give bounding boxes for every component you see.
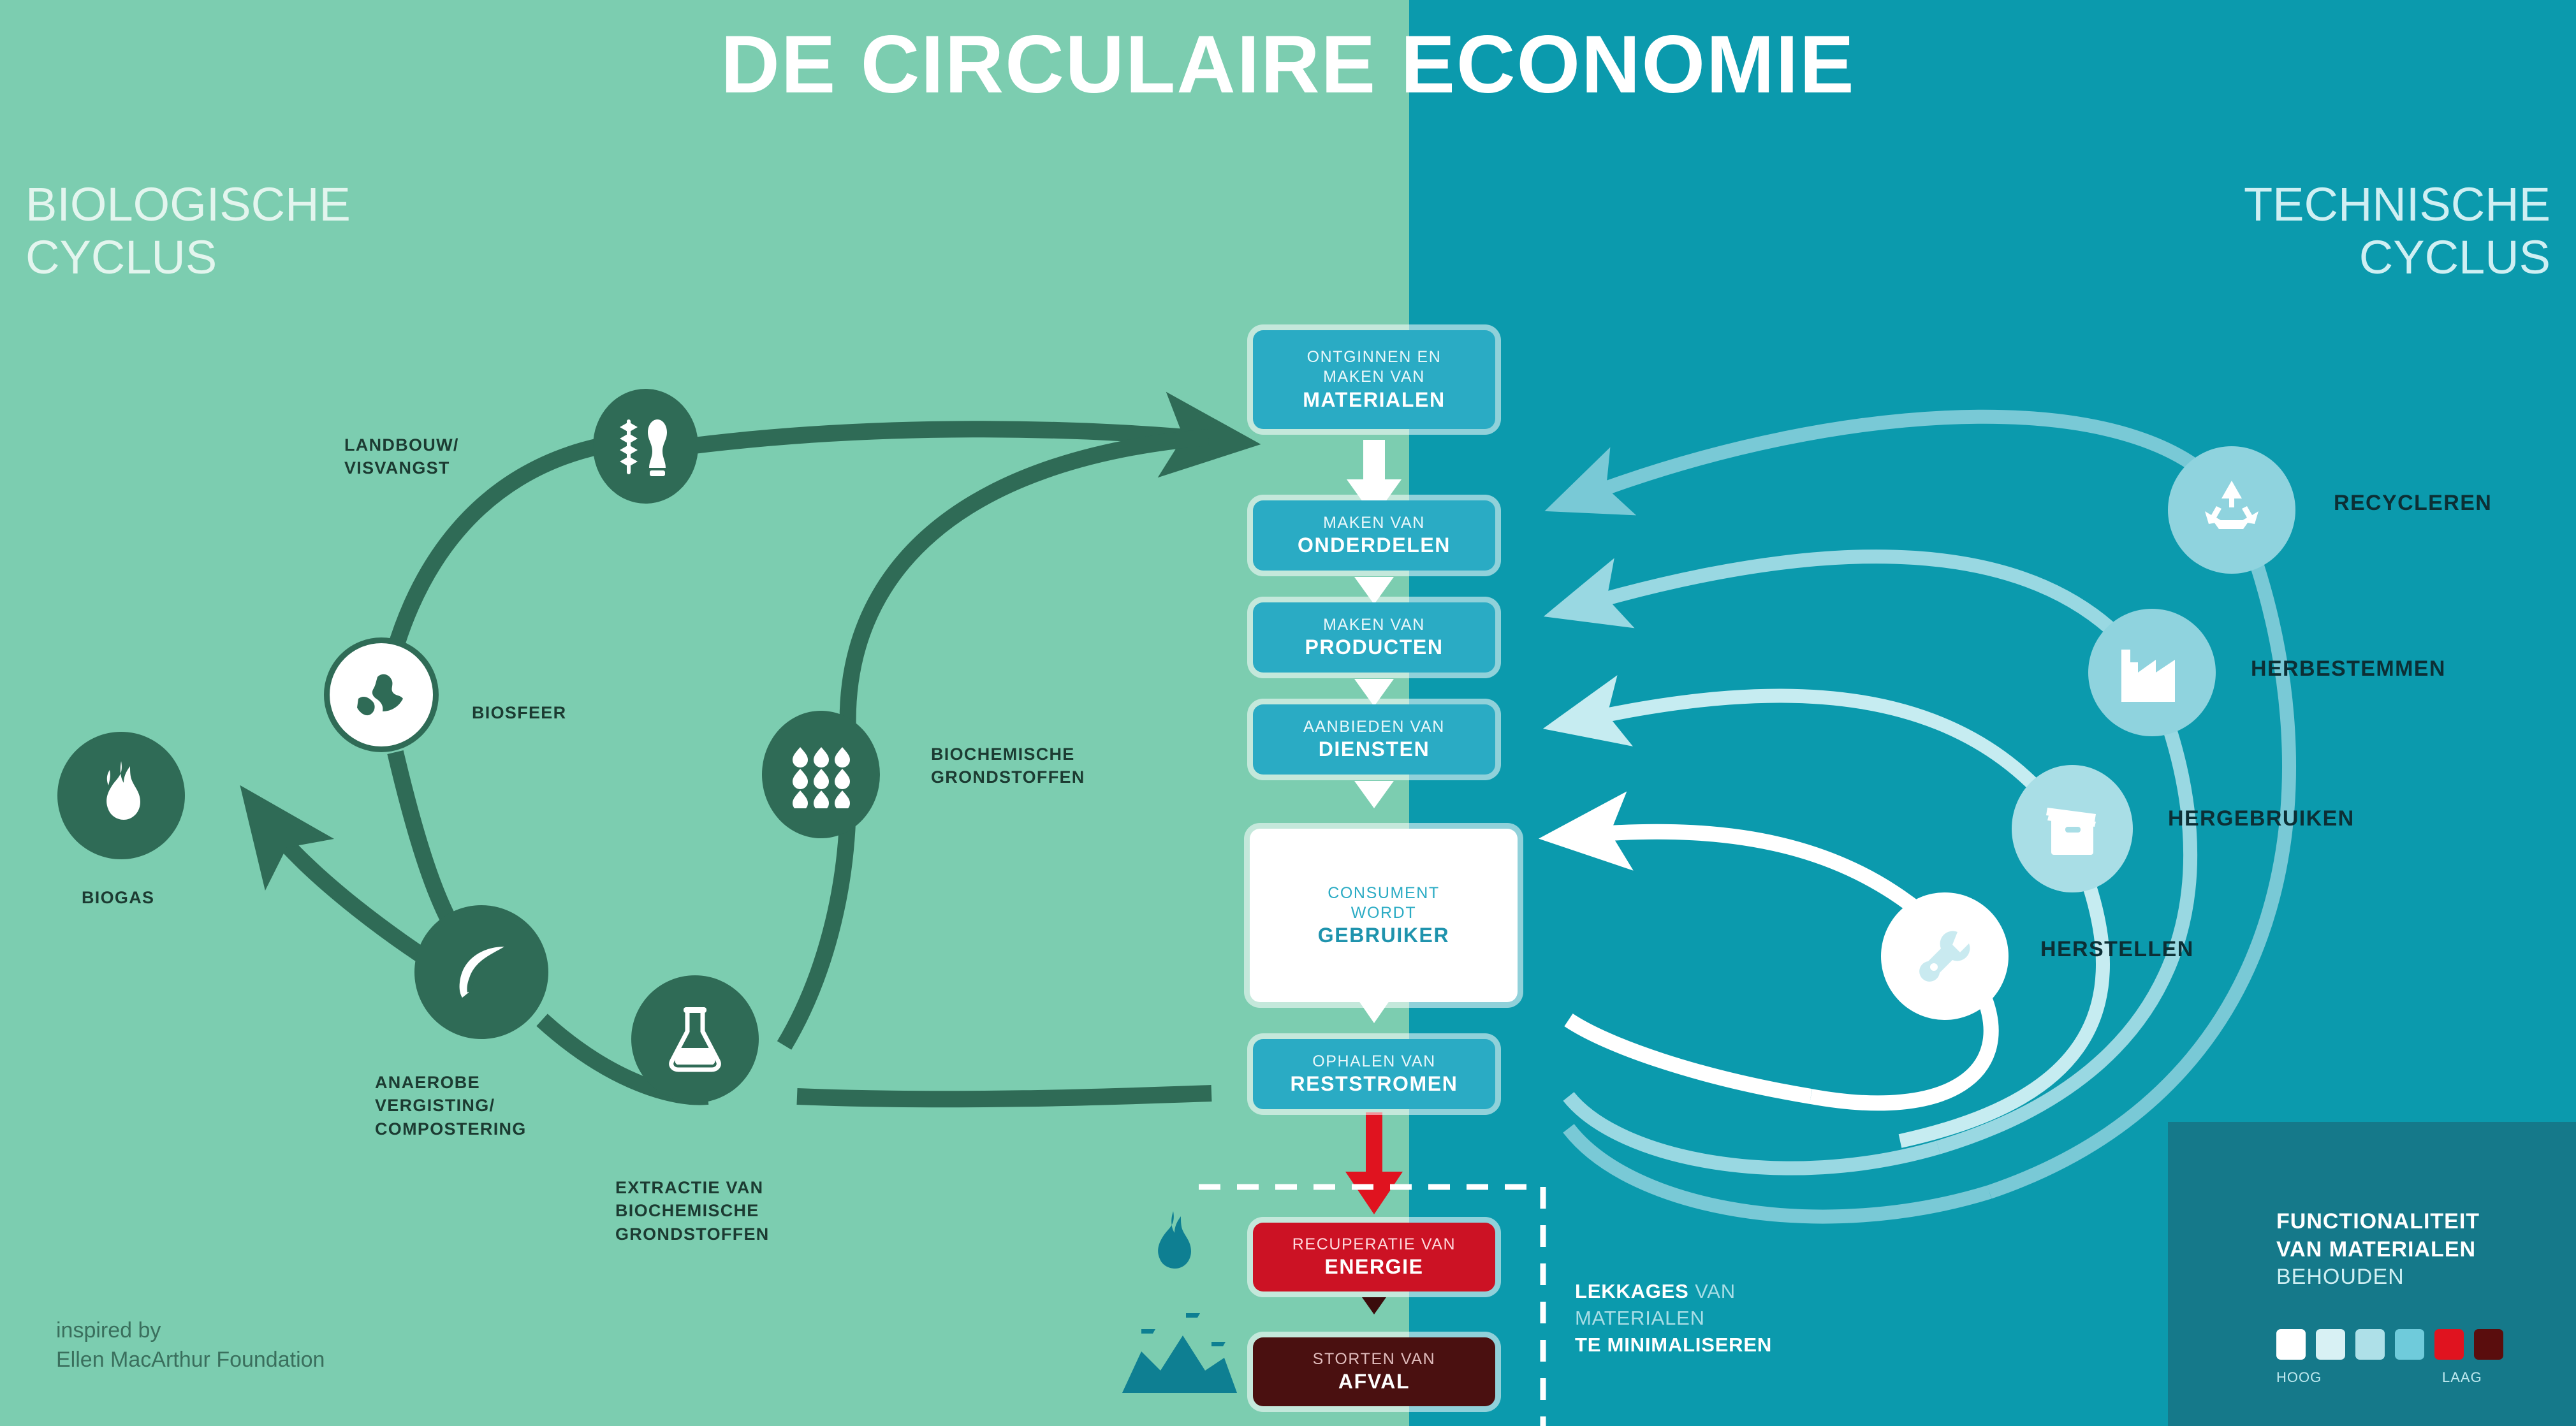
corner-line-3: BEHOUDEN <box>2276 1265 2404 1290</box>
corner-line-1: FUNCTIONALITEIT <box>2276 1209 2480 1233</box>
corner-line-2: VAN MATERIALEN <box>2276 1237 2477 1262</box>
label-biogas: BIOGAS <box>82 888 155 907</box>
flow-box-afval-sub: STORTEN VAN <box>1312 1350 1436 1369</box>
flow-box-materialen-sub1: ONTGINNEN EN <box>1306 348 1442 367</box>
node-herstellen[interactable] <box>1881 892 2009 1020</box>
label-landbouw-line1: LANDBOUW/ <box>344 435 459 455</box>
scale-swatch-4 <box>2395 1329 2424 1360</box>
node-biochemische-grondstoffen[interactable] <box>762 711 880 838</box>
corner-caption: FUNCTIONALITEIT VAN MATERIALEN BEHOUDEN <box>2276 1208 2550 1291</box>
label-extractie-line2: BIOCHEMISCHE <box>615 1201 759 1221</box>
flow-box-onderdelen-title: ONDERDELEN <box>1297 534 1451 557</box>
scale-label-high: HOOG <box>2276 1369 2322 1385</box>
label-hergebruiken: HERGEBRUIKEN <box>2168 806 2355 831</box>
flask-icon <box>669 1007 721 1072</box>
flow-box-diensten-sub: AANBIEDEN VAN <box>1303 718 1445 736</box>
page-title: DE CIRCULAIRE ECONOMIE <box>721 19 1855 110</box>
node-landbouw-visvangst[interactable] <box>593 389 698 504</box>
label-herbestemmen: HERBESTEMMEN <box>2251 657 2446 681</box>
credit-text: inspired by Ellen MacArthur Foundation <box>56 1316 325 1375</box>
flow-box-materialen-title: MATERIALEN <box>1303 388 1445 411</box>
technical-cycle-line2: CYCLUS <box>2359 230 2550 284</box>
energy-flame-icon <box>1158 1211 1191 1269</box>
scale-label-low: LAAG <box>2442 1369 2482 1385</box>
label-biochemische-grondstoffen: BIOCHEMISCHE GRONDSTOFFEN <box>931 743 1085 789</box>
flow-box-reststromen[interactable]: OPHALEN VAN RESTSTROMEN <box>1253 1039 1495 1109</box>
label-extractie: EXTRACTIE VAN BIOCHEMISCHE GRONDSTOFFEN <box>615 1176 770 1246</box>
leakage-line-3: TE MINIMALISEREN <box>1575 1333 1773 1356</box>
flow-box-producten-title: PRODUCTEN <box>1305 636 1444 659</box>
flow-box-materialen[interactable]: ONTGINNEN EN MAKEN VAN MATERIALEN <box>1253 330 1495 429</box>
flow-box-diensten[interactable]: AANBIEDEN VAN DIENSTEN <box>1253 704 1495 775</box>
wheat-fish-icon <box>619 419 667 476</box>
flow-box-energie-sub: RECUPERATIE VAN <box>1292 1235 1456 1254</box>
credit-line-2: Ellen MacArthur Foundation <box>56 1347 325 1372</box>
biological-cycle-line1: BIOLOGISCHE <box>26 178 351 231</box>
label-extractie-line1: EXTRACTIE VAN <box>615 1178 764 1197</box>
flow-box-gebruiker[interactable]: CONSUMENT WORDT GEBRUIKER <box>1250 829 1518 1002</box>
scale-swatch-1 <box>2276 1329 2306 1360</box>
label-anaerobe-vergisting: ANAEROBE VERGISTING/ COMPOSTERING <box>375 1071 527 1140</box>
flow-box-afval[interactable]: STORTEN VAN AFVAL <box>1253 1337 1495 1406</box>
factory-icon <box>2121 650 2175 702</box>
label-landbouw-visvangst: LANDBOUW/ VISVANGST <box>344 433 459 480</box>
landfill-icon <box>1122 1313 1237 1393</box>
leaf-icon <box>459 947 504 998</box>
droplets-icon <box>792 747 850 808</box>
label-biochem-line2: GRONDSTOFFEN <box>931 768 1085 787</box>
flow-box-gebruiker-sub1: CONSUMENT <box>1328 884 1440 902</box>
globe-icon <box>347 660 416 729</box>
scale-swatch-2 <box>2316 1329 2345 1360</box>
flow-box-energie[interactable]: RECUPERATIE VAN ENERGIE <box>1253 1223 1495 1291</box>
label-biosfeer: BIOSFEER <box>472 703 567 722</box>
node-anaerobe-vergisting[interactable] <box>414 905 548 1039</box>
biological-cycle-heading: BIOLOGISCHE CYCLUS <box>26 178 510 284</box>
leakage-word-1: LEKKAGES <box>1575 1280 1689 1302</box>
scale-swatch-3 <box>2355 1329 2385 1360</box>
node-biogas[interactable] <box>57 732 185 859</box>
recycle-icon <box>2205 481 2258 529</box>
node-biosfeer[interactable] <box>324 637 439 752</box>
credit-line-1: inspired by <box>56 1318 161 1342</box>
scale-swatch-6 <box>2474 1329 2503 1360</box>
flow-box-reststromen-title: RESTSTROMEN <box>1290 1072 1458 1096</box>
functionality-scale <box>2276 1329 2503 1360</box>
label-extractie-line3: GRONDSTOFFEN <box>615 1224 770 1244</box>
flow-box-onderdelen[interactable]: MAKEN VAN ONDERDELEN <box>1253 500 1495 571</box>
flame-icon <box>106 761 140 820</box>
technical-cycle-heading: TECHNISCHE CYCLUS <box>2066 178 2550 284</box>
wrench-icon <box>1919 931 1970 982</box>
leakage-line-2: MATERIALEN <box>1575 1306 1705 1329</box>
scale-swatch-5 <box>2434 1329 2464 1360</box>
leakage-caption: LEKKAGES VAN MATERIALEN TE MINIMALISEREN <box>1575 1278 1932 1358</box>
node-hergebruiken[interactable] <box>2012 765 2133 892</box>
node-recycleren[interactable] <box>2168 446 2295 574</box>
label-recycleren: RECYCLEREN <box>2334 491 2492 515</box>
label-anaerobe-line2: VERGISTING/ <box>375 1096 495 1116</box>
flow-box-afval-title: AFVAL <box>1338 1370 1410 1393</box>
leakage-word-2: VAN <box>1695 1280 1736 1302</box>
label-biochem-line1: BIOCHEMISCHE <box>931 745 1075 764</box>
flow-box-reststromen-sub: OPHALEN VAN <box>1312 1052 1436 1071</box>
flow-box-diensten-title: DIENSTEN <box>1318 738 1430 761</box>
label-anaerobe-line3: COMPOSTERING <box>375 1119 527 1139</box>
box-icon <box>2046 808 2096 855</box>
label-herstellen: HERSTELLEN <box>2040 937 2194 961</box>
technical-cycle-line1: TECHNISCHE <box>2243 178 2550 231</box>
flow-box-gebruiker-sub2: WORDT <box>1350 903 1417 922</box>
node-extractie[interactable] <box>631 975 759 1103</box>
biological-cycle-line2: CYCLUS <box>26 230 217 284</box>
label-anaerobe-line1: ANAEROBE <box>375 1073 480 1092</box>
flow-box-producten[interactable]: MAKEN VAN PRODUCTEN <box>1253 602 1495 673</box>
flow-box-producten-sub: MAKEN VAN <box>1323 616 1425 634</box>
flow-box-onderdelen-sub: MAKEN VAN <box>1323 514 1425 532</box>
flow-box-materialen-sub2: MAKEN VAN <box>1323 368 1425 386</box>
flow-box-energie-title: ENERGIE <box>1324 1255 1424 1279</box>
label-landbouw-line2: VISVANGST <box>344 458 450 478</box>
flow-box-gebruiker-title: GEBRUIKER <box>1317 924 1450 947</box>
node-herbestemmen[interactable] <box>2088 609 2216 736</box>
